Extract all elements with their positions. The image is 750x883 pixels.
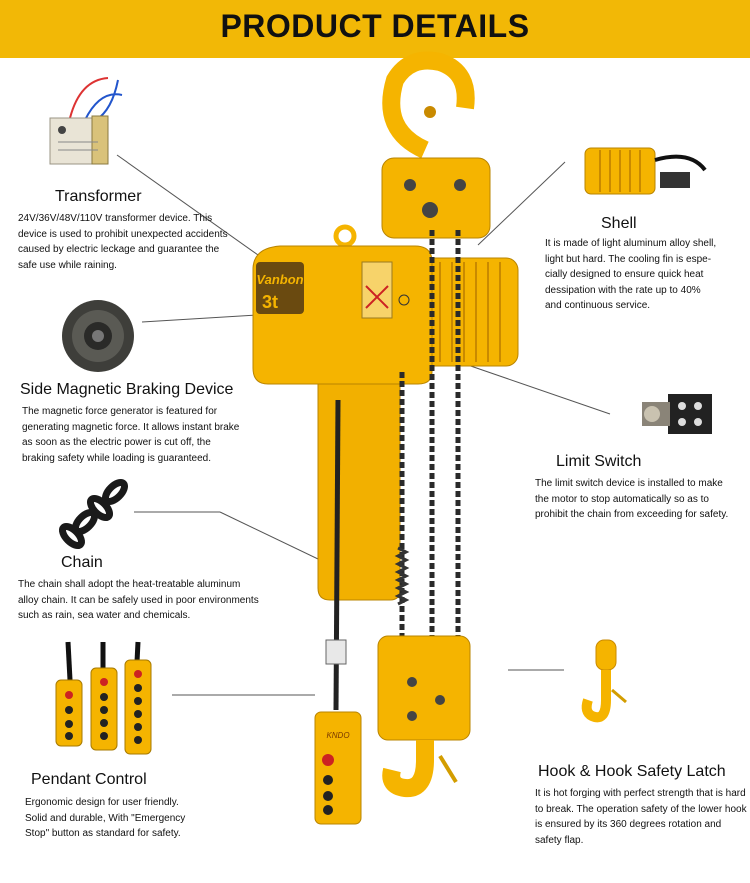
chain-image	[59, 479, 128, 549]
leader-line-shell	[477, 161, 566, 246]
feature-text-pendant: Ergonomic design for user friendly. Soli…	[25, 797, 186, 839]
feature-text-brake: The magnetic force generator is featured…	[22, 406, 240, 464]
limit-switch-image	[642, 394, 712, 434]
feature-text-chain: The chain shall adopt the heat-treatable…	[18, 579, 259, 621]
shell-image	[584, 147, 707, 195]
feature-text-shell: It is made of light aluminum alloy shell…	[545, 238, 717, 311]
hook-image	[581, 639, 627, 723]
transformer-image	[49, 77, 123, 165]
feature-title-transformer: Transformer	[55, 188, 142, 205]
feature-text-limit: The limit switch device is installed to …	[535, 478, 729, 520]
hoist-image: Vanbon 3t KNDO	[252, 51, 519, 825]
feature-text-hook: It is hot forging with perfect strength …	[535, 788, 747, 846]
feature-title-shell: Shell	[601, 215, 637, 232]
pendant-image	[55, 641, 152, 755]
feature-title-brake: Side Magnetic Braking Device	[20, 381, 234, 398]
feature-title-hook: Hook & Hook Safety Latch	[538, 763, 726, 780]
brand-label: Vanbon	[256, 272, 303, 287]
capacity-label: 3t	[262, 292, 278, 312]
pendant-brand-label: KNDO	[326, 731, 349, 740]
leader-line-transformer	[116, 154, 283, 273]
header-banner: PRODUCT DETAILS	[0, 0, 750, 58]
feature-title-limit: Limit Switch	[556, 453, 642, 470]
feature-text-transformer: 24V/36V/48V/110V transformer device. Thi…	[18, 213, 228, 271]
feature-title-chain: Chain	[61, 554, 103, 571]
page-title: PRODUCT DETAILS	[220, 8, 530, 44]
brake-image	[62, 300, 134, 372]
feature-title-pendant: Pendant Control	[31, 771, 147, 788]
